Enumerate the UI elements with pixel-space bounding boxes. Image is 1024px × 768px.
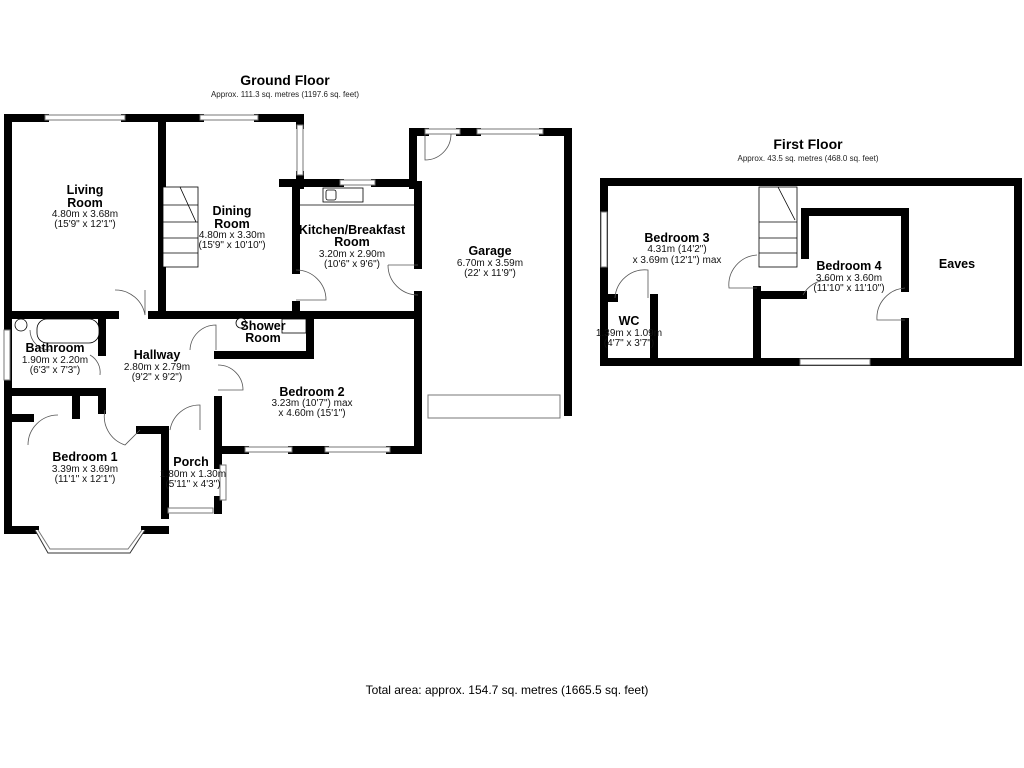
room-dimensions: 1.90m x 2.20m xyxy=(22,355,88,366)
room-dimensions: 2.80m x 2.79m xyxy=(124,362,190,373)
ground-floor-title: Ground Floor xyxy=(240,72,330,88)
room-dimensions: 3.23m (10'7") max xyxy=(271,398,352,409)
room-name: Eaves xyxy=(939,257,975,271)
room-bedroom-1: Bedroom 1 3.39m x 3.69m (11'1" x 12'1") xyxy=(52,450,118,485)
ground-floor-doors xyxy=(27,133,452,446)
first-floor-title: First Floor xyxy=(773,136,843,152)
room-name: Room xyxy=(67,196,102,210)
room-name: Bedroom 2 xyxy=(279,385,344,399)
room-dimensions: 3.60m x 3.60m xyxy=(816,273,882,284)
first-floor-walls xyxy=(600,178,1022,366)
room-name: Dining xyxy=(213,204,252,218)
room-dimensions-ft: (4'7" x 3'7") xyxy=(604,338,654,349)
ground-floor-area: Approx. 111.3 sq. metres (1197.6 sq. fee… xyxy=(211,90,359,99)
room-name: Living xyxy=(67,183,104,197)
shower-tray-icon xyxy=(281,318,307,334)
room-dimensions: 3.20m x 2.90m xyxy=(319,249,385,260)
room-garage: Garage 6.70m x 3.59m (22' x 11'9") xyxy=(457,244,523,279)
room-porch: Porch 1.80m x 1.30m (5'11" x 4'3") xyxy=(160,455,226,490)
bathroom-fixtures xyxy=(14,317,307,344)
first-stairs xyxy=(758,186,798,268)
room-dimensions-ft: (10'6" x 9'6") xyxy=(324,259,380,270)
room-dimensions: 4.80m x 3.68m xyxy=(52,209,118,220)
room-eaves: Eaves xyxy=(939,257,975,271)
room-living: Living Room 4.80m x 3.68m (15'9" x 12'1"… xyxy=(52,183,118,230)
ground-stairs xyxy=(162,186,199,268)
first-floor-doors xyxy=(614,254,906,321)
room-name: Room xyxy=(334,235,369,249)
room-shower: Shower Room xyxy=(240,319,285,345)
room-wc: WC 1.39m x 1.09m (4'7" x 3'7") xyxy=(596,314,662,349)
total-area: Total area: approx. 154.7 sq. metres (16… xyxy=(366,683,649,697)
bath-icon xyxy=(36,318,100,344)
room-kitchen: Kitchen/Breakfast Room 3.20m x 2.90m (10… xyxy=(299,223,406,270)
first-floor-windows xyxy=(600,211,871,366)
shower-basin-icon xyxy=(235,317,247,329)
first-floor-area: Approx. 43.5 sq. metres (468.0 sq. feet) xyxy=(738,154,879,163)
room-name: Porch xyxy=(173,455,208,469)
room-name: Kitchen/Breakfast xyxy=(299,223,406,237)
room-name: Room xyxy=(214,217,249,231)
room-dimensions-ft: (9'2" x 9'2") xyxy=(132,372,182,383)
room-bedroom-4: Bedroom 4 3.60m x 3.60m (11'10" x 11'10"… xyxy=(813,259,884,294)
kitchen-worktop xyxy=(299,187,415,206)
room-dimensions-ft: (6'3" x 7'3") xyxy=(30,365,80,376)
room-name: Room xyxy=(245,331,280,345)
room-dimensions-ft: x 3.69m (12'1") max xyxy=(633,255,722,266)
room-dimensions-ft: (15'9" x 12'1") xyxy=(54,219,116,230)
room-dimensions: 6.70m x 3.59m xyxy=(457,258,523,269)
ground-floor-windows xyxy=(3,114,561,554)
room-dimensions: 4.80m x 3.30m xyxy=(199,230,265,241)
room-name: Garage xyxy=(468,244,511,258)
room-name: Bedroom 4 xyxy=(816,259,881,273)
room-dimensions-ft: x 4.60m (15'1") xyxy=(278,408,345,419)
room-dimensions: 1.39m x 1.09m xyxy=(596,328,662,339)
room-bedroom-2: Bedroom 2 3.23m (10'7") max x 4.60m (15'… xyxy=(271,385,352,419)
room-dining: Dining Room 4.80m x 3.30m (15'9" x 10'10… xyxy=(198,204,265,251)
room-bedroom-3: Bedroom 3 4.31m (14'2") x 3.69m (12'1") … xyxy=(633,231,722,266)
ground-floor-walls xyxy=(4,114,572,534)
basin-icon xyxy=(14,318,28,332)
room-name: Bedroom 1 xyxy=(52,450,117,464)
room-name: Bedroom 3 xyxy=(644,231,709,245)
room-dimensions: 1.80m x 1.30m xyxy=(160,469,226,480)
room-dimensions-ft: (15'9" x 10'10") xyxy=(198,240,265,251)
room-bathroom: Bathroom 1.90m x 2.20m (6'3" x 7'3") xyxy=(22,341,88,376)
room-hallway: Hallway 2.80m x 2.79m (9'2" x 9'2") xyxy=(124,348,190,383)
sink-icon xyxy=(325,189,337,201)
room-dimensions-ft: (22' x 11'9") xyxy=(464,268,516,279)
room-dimensions-ft: (11'1" x 12'1") xyxy=(55,474,116,485)
room-name: Hallway xyxy=(134,348,181,362)
room-name: WC xyxy=(619,314,640,328)
room-dimensions-ft: (11'10" x 11'10") xyxy=(813,283,884,294)
room-dimensions: 4.31m (14'2") xyxy=(647,244,706,255)
room-name: Shower xyxy=(240,319,285,333)
room-dimensions: 3.39m x 3.69m xyxy=(52,464,118,475)
room-dimensions-ft: (5'11" x 4'3") xyxy=(165,479,220,490)
room-name: Bathroom xyxy=(25,341,84,355)
